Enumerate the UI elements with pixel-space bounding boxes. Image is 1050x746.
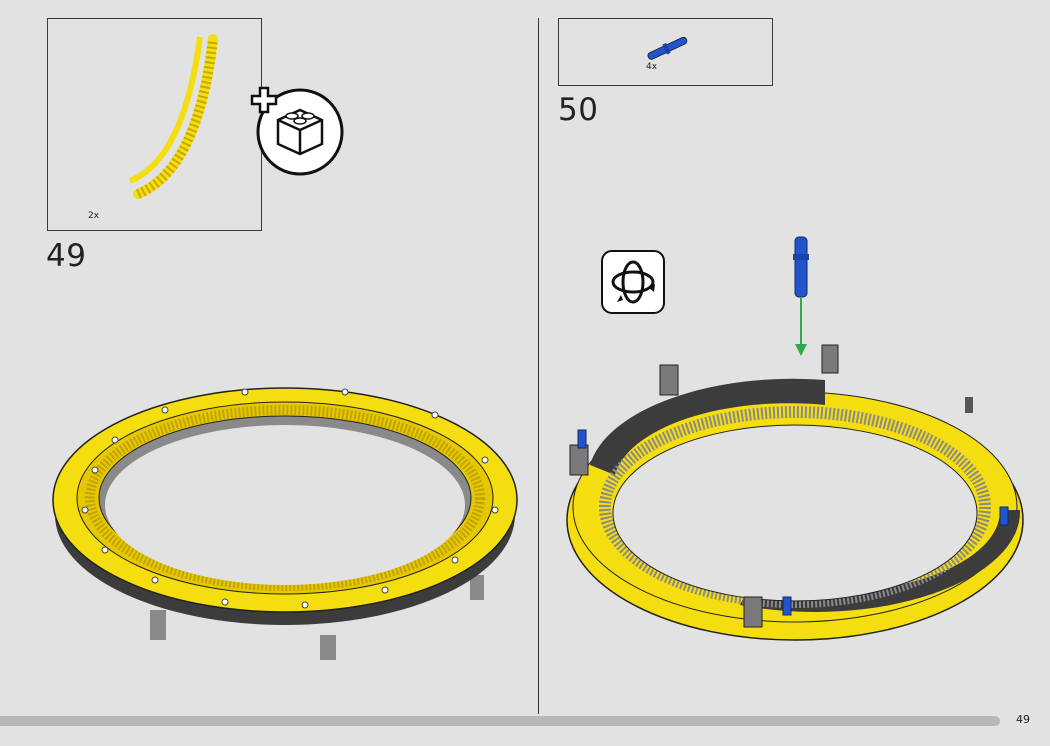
step-50-part-qty: 4x	[646, 62, 658, 72]
pin-insertion-guide	[793, 236, 809, 356]
step-49-parts-box	[47, 18, 262, 231]
curved-gear-rack-icon	[128, 34, 218, 199]
step-50-parts-box	[558, 18, 773, 86]
step-49-number: 49	[46, 238, 87, 274]
page-number: 49	[1016, 713, 1030, 726]
progress-bar	[0, 716, 1000, 726]
blue-connector-pin-icon	[647, 36, 688, 60]
add-bricks-subassembly-icon	[250, 86, 344, 176]
step-50-ring-assembly	[566, 344, 1024, 641]
step-49-part-qty: 2x	[88, 211, 100, 221]
rotate-model-icon	[601, 250, 665, 314]
column-divider	[538, 18, 539, 714]
step-50-number: 50	[558, 92, 599, 128]
step-49-ring-assembly	[52, 387, 518, 660]
